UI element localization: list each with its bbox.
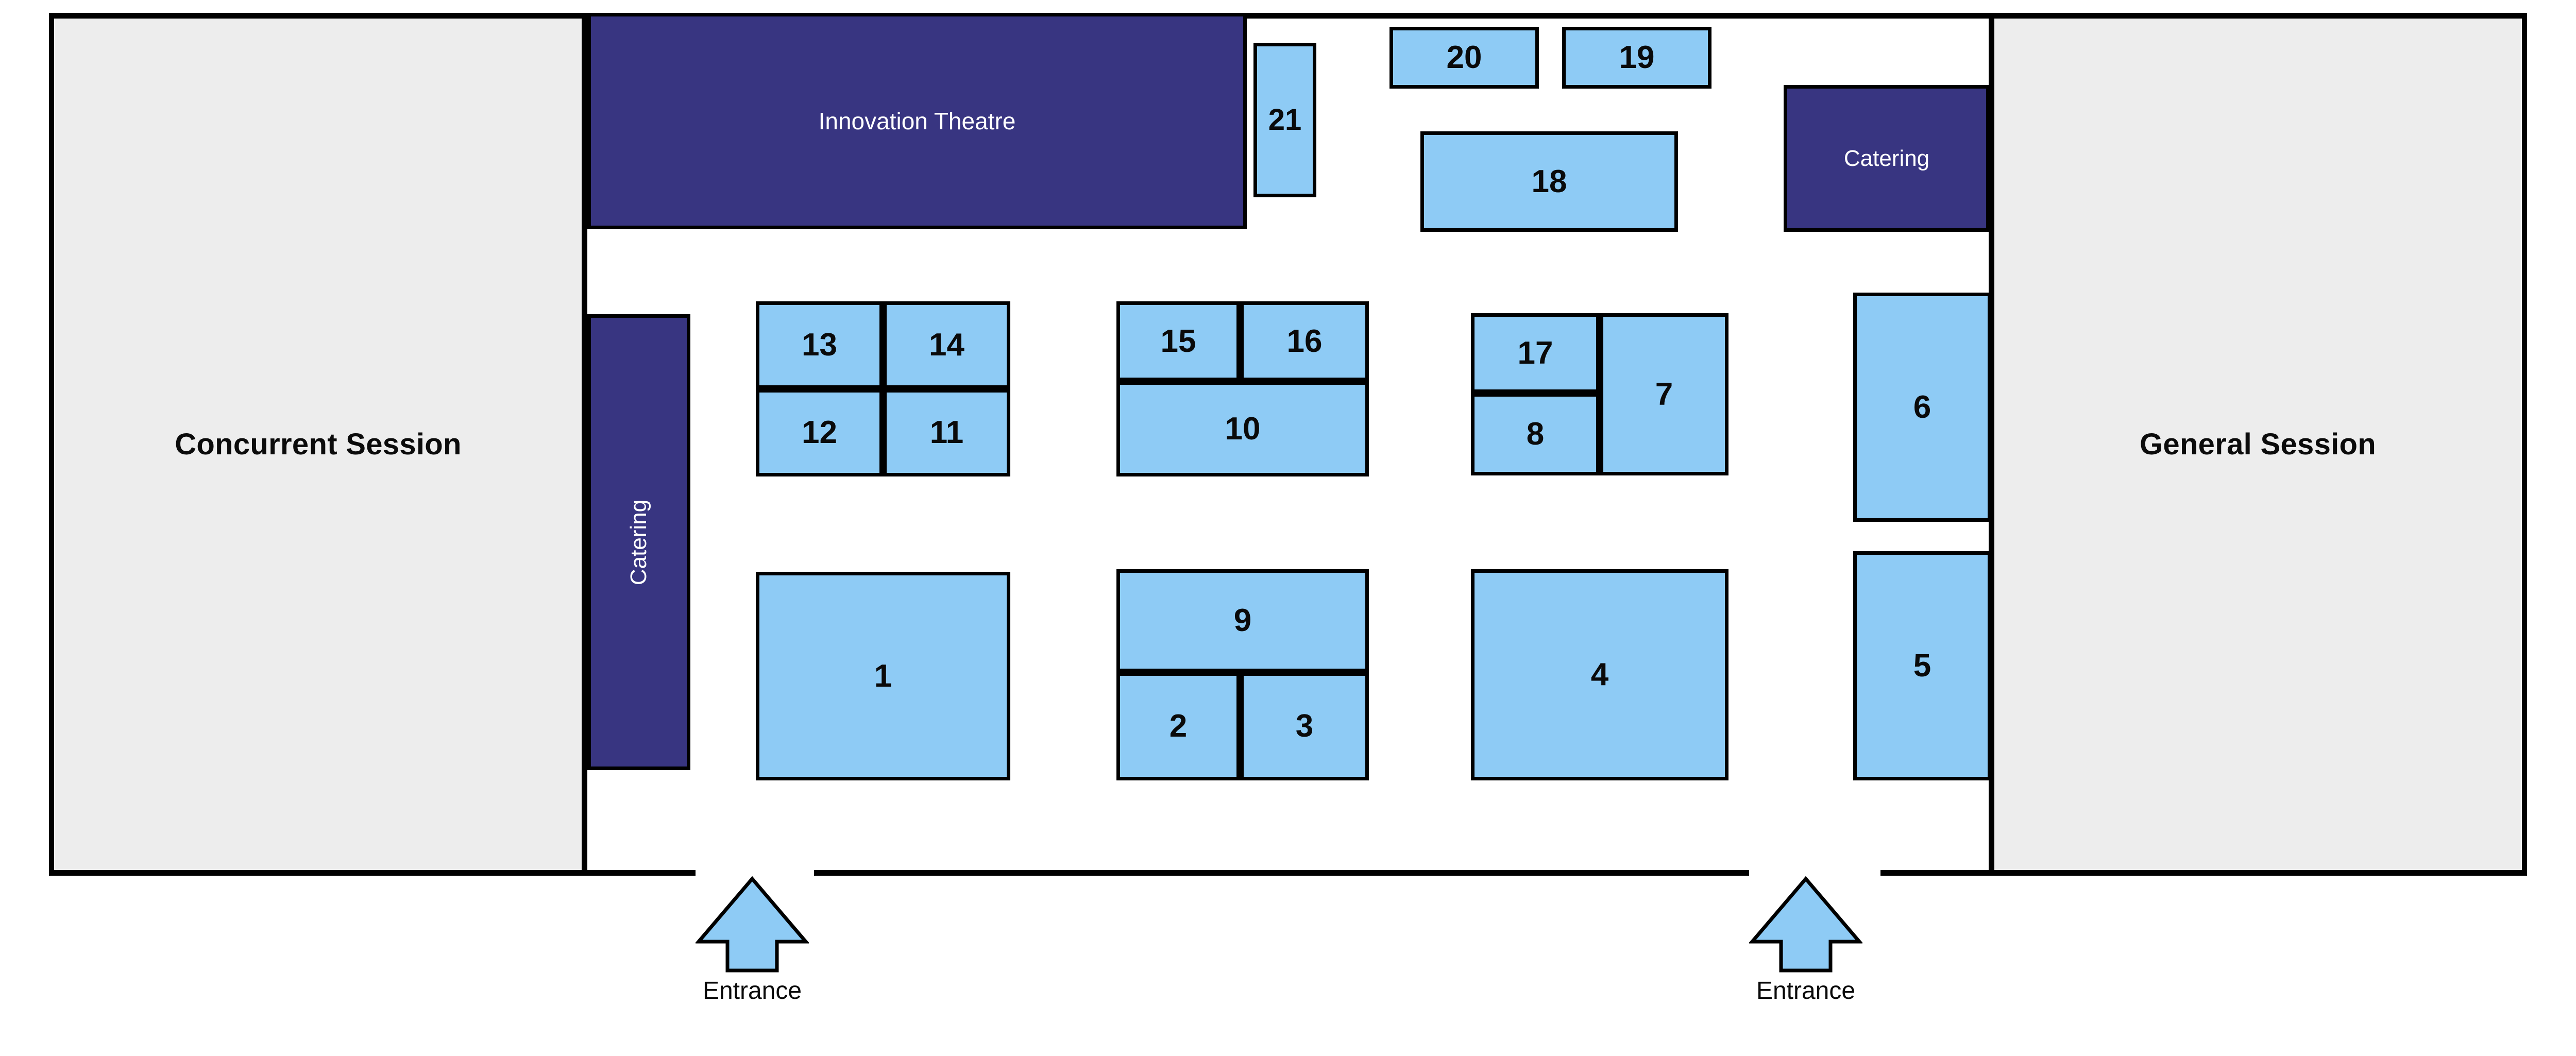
wall-bottom-left: [49, 870, 696, 876]
room-general-session-label: General Session: [2139, 428, 2377, 461]
wall-left-interior: [582, 13, 587, 876]
entrance-arrow-up-icon: [1749, 876, 1862, 973]
entrance-right[interactable]: Entrance: [1749, 876, 1862, 1005]
entrance-arrow-up-icon: [696, 876, 809, 973]
booth-2[interactable]: 2: [1116, 672, 1240, 780]
booth-17[interactable]: 17: [1471, 313, 1600, 393]
booth-21[interactable]: 21: [1253, 43, 1316, 197]
booth-8[interactable]: 8: [1471, 393, 1600, 475]
entrance-left[interactable]: Entrance: [696, 876, 809, 1005]
booth-16[interactable]: 16: [1240, 301, 1369, 381]
booth-19[interactable]: 19: [1562, 27, 1711, 89]
room-concurrent-session-label: Concurrent Session: [175, 428, 462, 461]
booth-4[interactable]: 4: [1471, 569, 1728, 780]
booth-13[interactable]: 13: [756, 301, 883, 389]
booth-18[interactable]: 18: [1420, 131, 1678, 232]
area-catering-left[interactable]: Catering: [587, 314, 690, 770]
area-innovation-theatre[interactable]: Innovation Theatre: [587, 13, 1247, 229]
booth-1[interactable]: 1: [756, 572, 1010, 780]
area-catering-left-label: Catering: [626, 499, 651, 585]
booth-10[interactable]: 10: [1116, 381, 1369, 476]
room-concurrent-session[interactable]: Concurrent Session: [49, 13, 587, 876]
wall-top: [49, 13, 2527, 19]
booth-15[interactable]: 15: [1116, 301, 1240, 381]
booth-20[interactable]: 20: [1389, 27, 1539, 89]
room-general-session[interactable]: General Session: [1989, 13, 2527, 876]
booth-11[interactable]: 11: [883, 389, 1010, 476]
booth-6[interactable]: 6: [1853, 293, 1991, 522]
wall-bottom-center: [814, 870, 1749, 876]
entrance-right-label: Entrance: [1756, 977, 1856, 1004]
area-innovation-theatre-label: Innovation Theatre: [818, 108, 1016, 134]
booth-12[interactable]: 12: [756, 389, 883, 476]
booth-3[interactable]: 3: [1240, 672, 1369, 780]
booth-7[interactable]: 7: [1600, 313, 1728, 475]
booth-14[interactable]: 14: [883, 301, 1010, 389]
entrance-left-label: Entrance: [702, 977, 802, 1004]
area-catering-right-label: Catering: [1843, 145, 1930, 171]
booth-9[interactable]: 9: [1116, 569, 1369, 672]
booth-5[interactable]: 5: [1853, 551, 1991, 780]
wall-right-interior: [1989, 13, 1994, 876]
wall-bottom-right: [1880, 870, 2527, 876]
area-catering-right[interactable]: Catering: [1784, 85, 1990, 232]
